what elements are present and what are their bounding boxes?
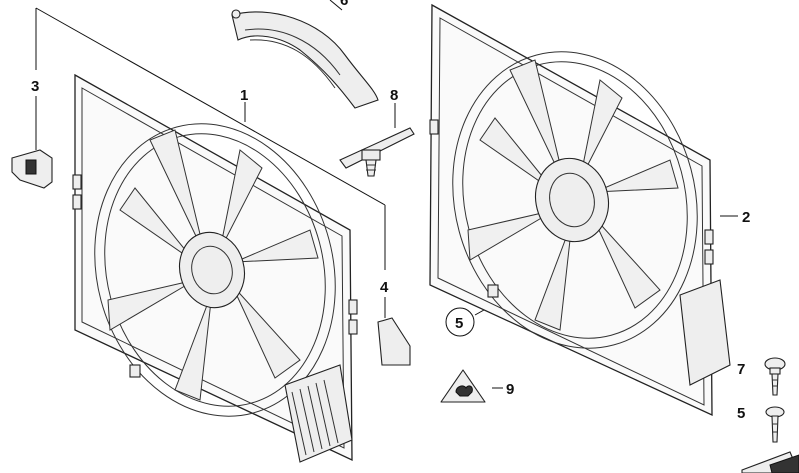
fan-blades-right	[467, 59, 679, 331]
callout-5-screw: 5	[737, 405, 745, 422]
callout-7: 7	[737, 361, 745, 378]
callout-8: 8	[390, 87, 398, 104]
callout-circle-5	[445, 307, 475, 337]
callout-1: 1	[240, 87, 248, 104]
fan-blades-left	[107, 129, 319, 401]
air-duct-part-6	[231, 9, 379, 109]
callout-6: 6	[340, 0, 348, 9]
wedge-part-4	[377, 317, 411, 366]
cable-tie-part-8	[339, 127, 415, 177]
bracket-part-3	[11, 149, 53, 189]
screw-part-7	[764, 357, 786, 396]
fan-shroud-right	[429, 3, 731, 417]
controller-fins	[291, 379, 339, 456]
callout-2: 2	[742, 209, 750, 226]
warning-triangle-icon	[440, 369, 486, 403]
callout-4: 4	[380, 279, 389, 296]
callout-9: 9	[506, 381, 514, 398]
fan-shroud-left	[72, 73, 358, 463]
callout-3: 3	[31, 78, 39, 95]
screw-part-5	[765, 406, 785, 443]
callout-5-circle-label: 5	[455, 315, 463, 332]
